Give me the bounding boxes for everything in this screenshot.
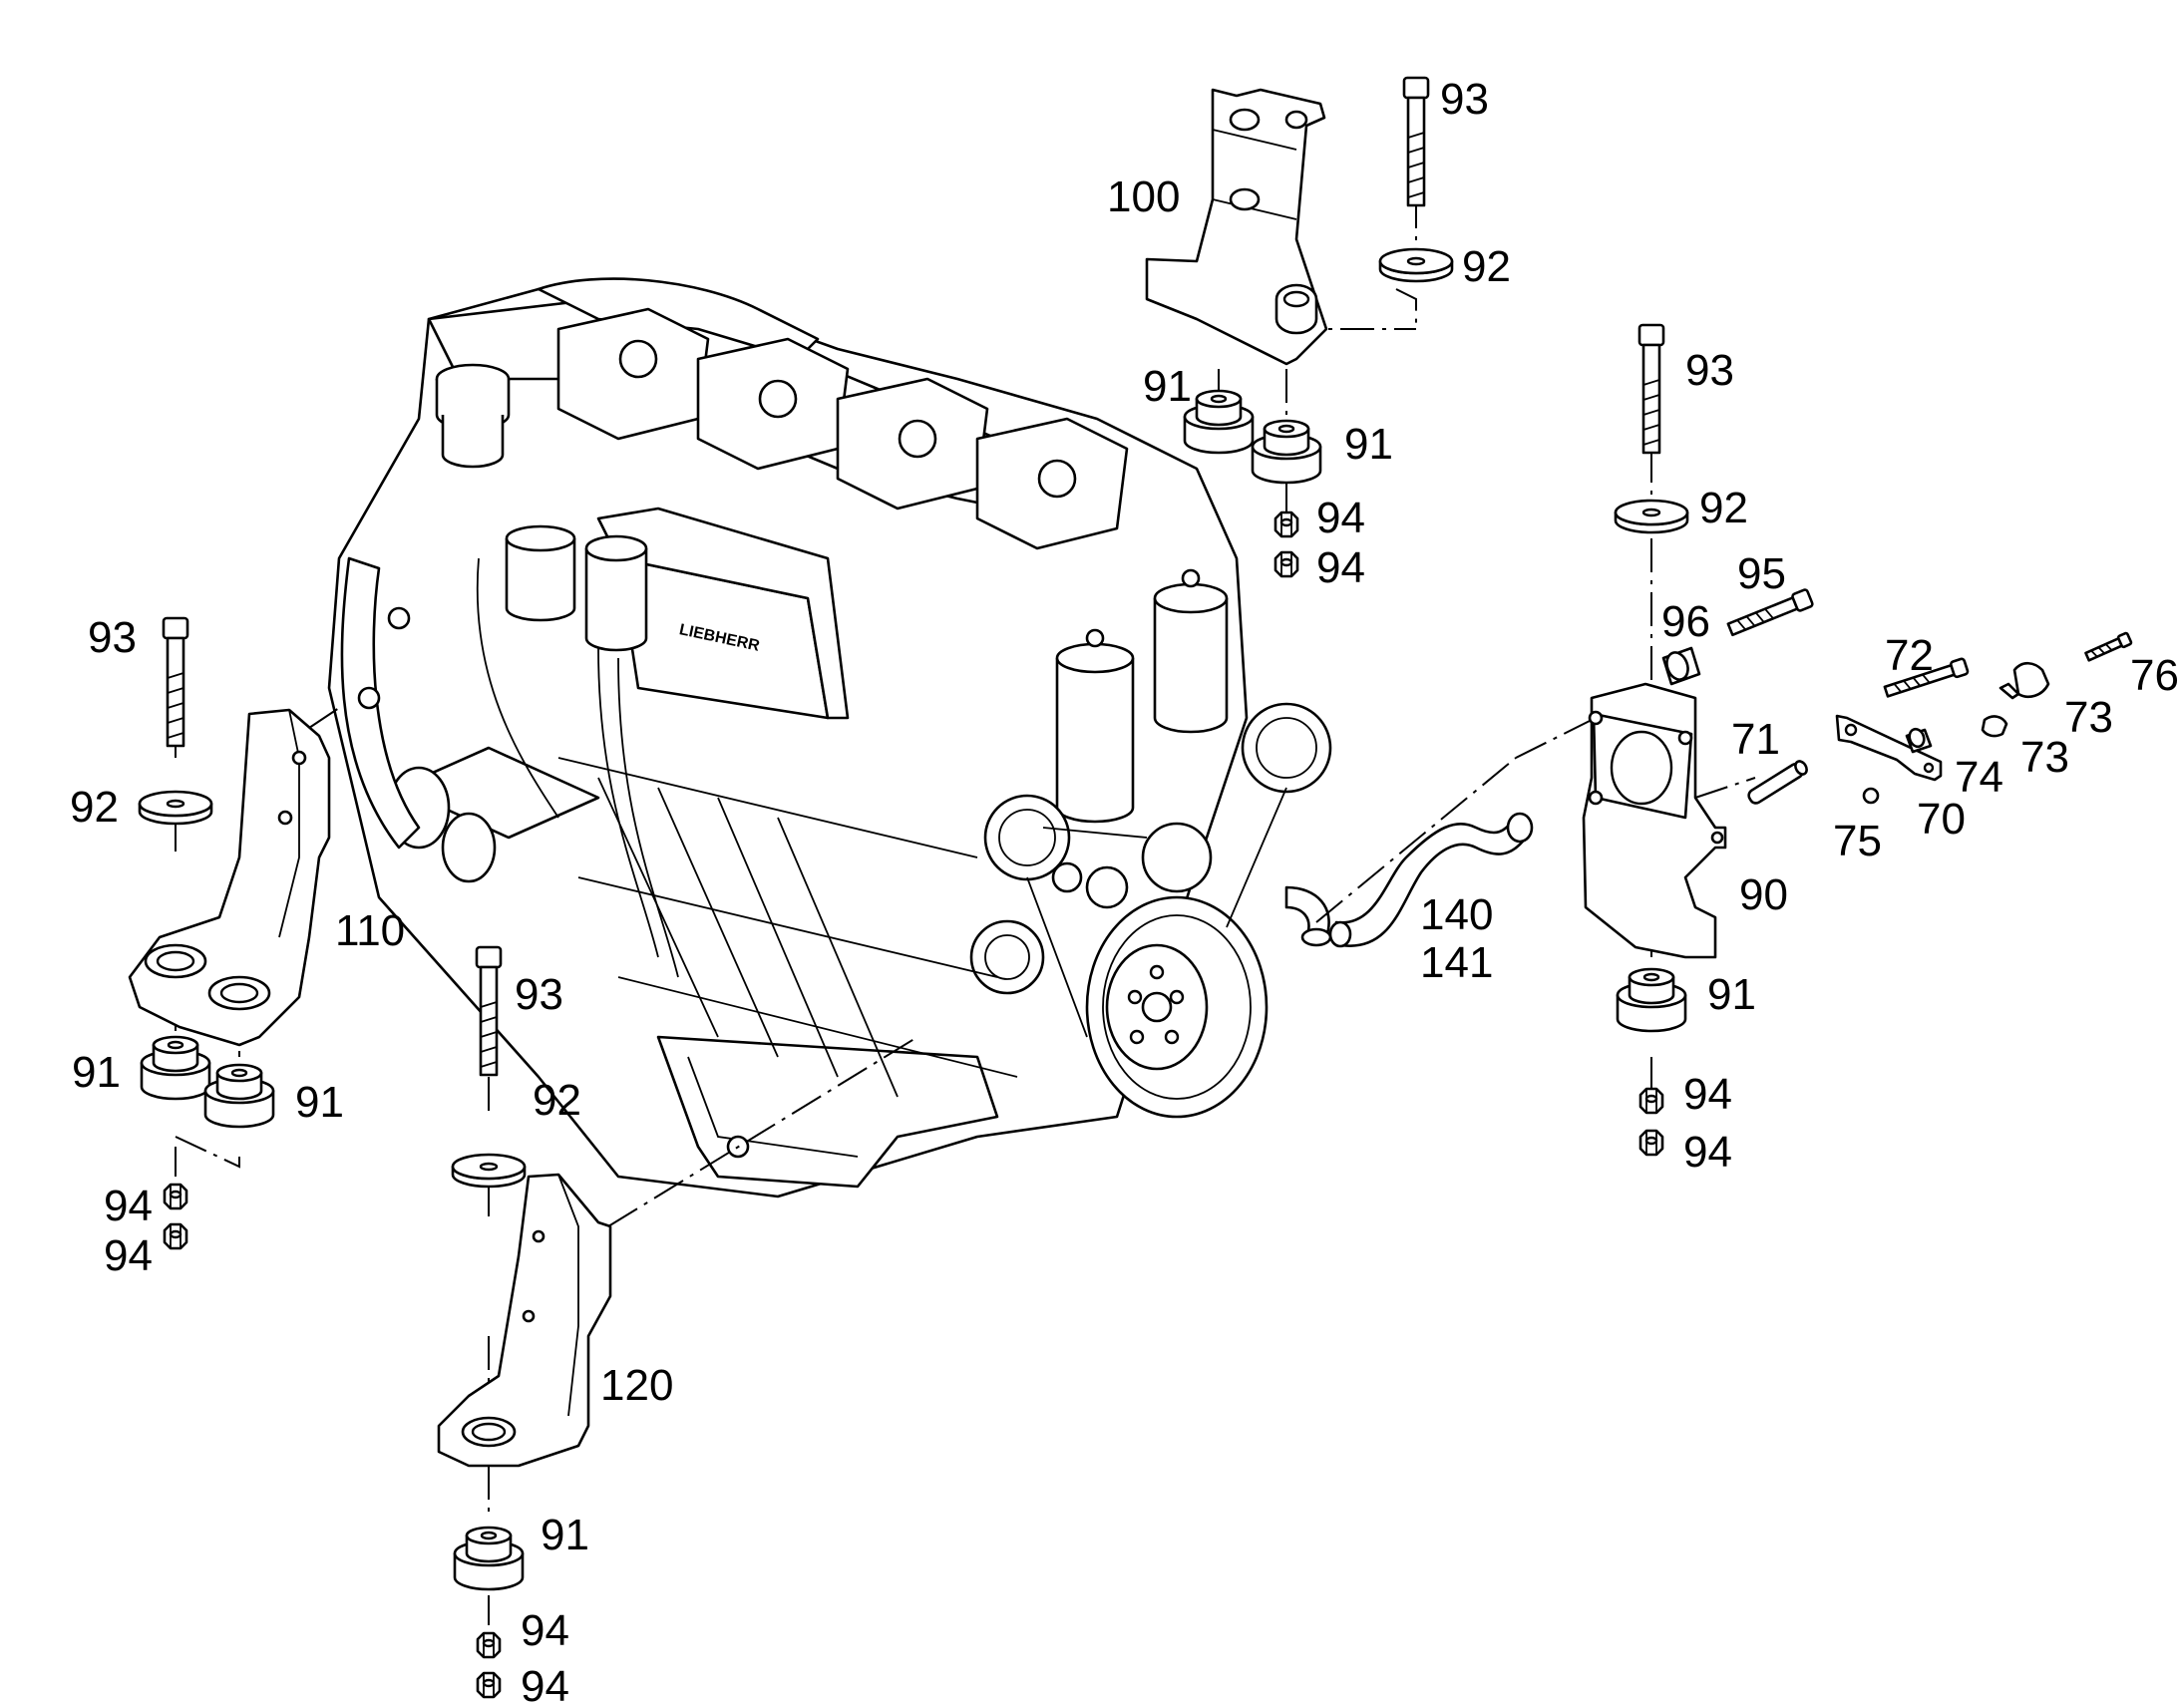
callout-94: 94 xyxy=(521,1662,569,1708)
spacer-74 xyxy=(1905,727,1933,754)
callout-100: 100 xyxy=(1107,172,1180,221)
callout-labels: 100 93 92 91 91 94 94 93 92 95 96 72 76 … xyxy=(70,75,2179,1708)
callout-91: 91 xyxy=(1143,362,1192,411)
bracket-100-group xyxy=(1145,76,1454,578)
sleeve-96 xyxy=(1661,646,1701,686)
callout-70: 70 xyxy=(1917,795,1966,844)
callout-92: 92 xyxy=(1462,242,1511,291)
callout-93: 93 xyxy=(1440,75,1489,124)
callout-74: 74 xyxy=(1955,753,2003,802)
callout-96: 96 xyxy=(1661,597,1710,646)
bracket-90-group xyxy=(1582,323,2133,1157)
callout-73: 73 xyxy=(2020,733,2069,782)
callout-91: 91 xyxy=(1707,970,1756,1019)
callout-95: 95 xyxy=(1737,549,1786,598)
screw-72 xyxy=(1883,657,1970,698)
callout-91: 91 xyxy=(72,1048,121,1097)
callout-90: 90 xyxy=(1739,870,1788,919)
callout-94: 94 xyxy=(104,1182,153,1230)
hose-140-141 xyxy=(1328,812,1534,948)
callout-93: 93 xyxy=(1685,346,1734,395)
screw-76 xyxy=(2084,631,2133,662)
bolt-95 xyxy=(1726,588,1814,637)
callout-141: 141 xyxy=(1420,938,1493,987)
callout-73: 73 xyxy=(2064,693,2113,742)
callout-91: 91 xyxy=(541,1511,589,1559)
callout-72: 72 xyxy=(1885,631,1934,680)
callout-71: 71 xyxy=(1731,715,1780,764)
callout-91: 91 xyxy=(295,1078,344,1127)
callout-75: 75 xyxy=(1833,817,1882,865)
callout-93: 93 xyxy=(88,613,137,662)
callout-94: 94 xyxy=(1683,1128,1732,1177)
callout-94: 94 xyxy=(104,1231,153,1280)
callout-94: 94 xyxy=(521,1606,569,1655)
callout-93: 93 xyxy=(515,970,563,1019)
bracket-110-group xyxy=(128,616,331,1250)
bracket-120-group xyxy=(437,945,612,1699)
callout-91: 91 xyxy=(1344,420,1393,469)
callout-92: 92 xyxy=(70,783,119,832)
callout-110: 110 xyxy=(335,906,405,955)
pin-71 xyxy=(1747,760,1808,805)
callout-92: 92 xyxy=(533,1076,581,1125)
callout-94: 94 xyxy=(1316,494,1365,542)
plate-70 xyxy=(1835,714,1943,782)
nut-75 xyxy=(1862,787,1880,805)
callout-94: 94 xyxy=(1683,1070,1732,1119)
callout-120: 120 xyxy=(600,1361,673,1410)
callout-92: 92 xyxy=(1699,484,1748,532)
callout-140: 140 xyxy=(1420,890,1493,939)
clamp-73 xyxy=(1981,661,2050,738)
callout-76: 76 xyxy=(2130,651,2179,700)
callout-94: 94 xyxy=(1316,543,1365,592)
engine-assembly: LIEBHERR xyxy=(327,277,1332,1198)
